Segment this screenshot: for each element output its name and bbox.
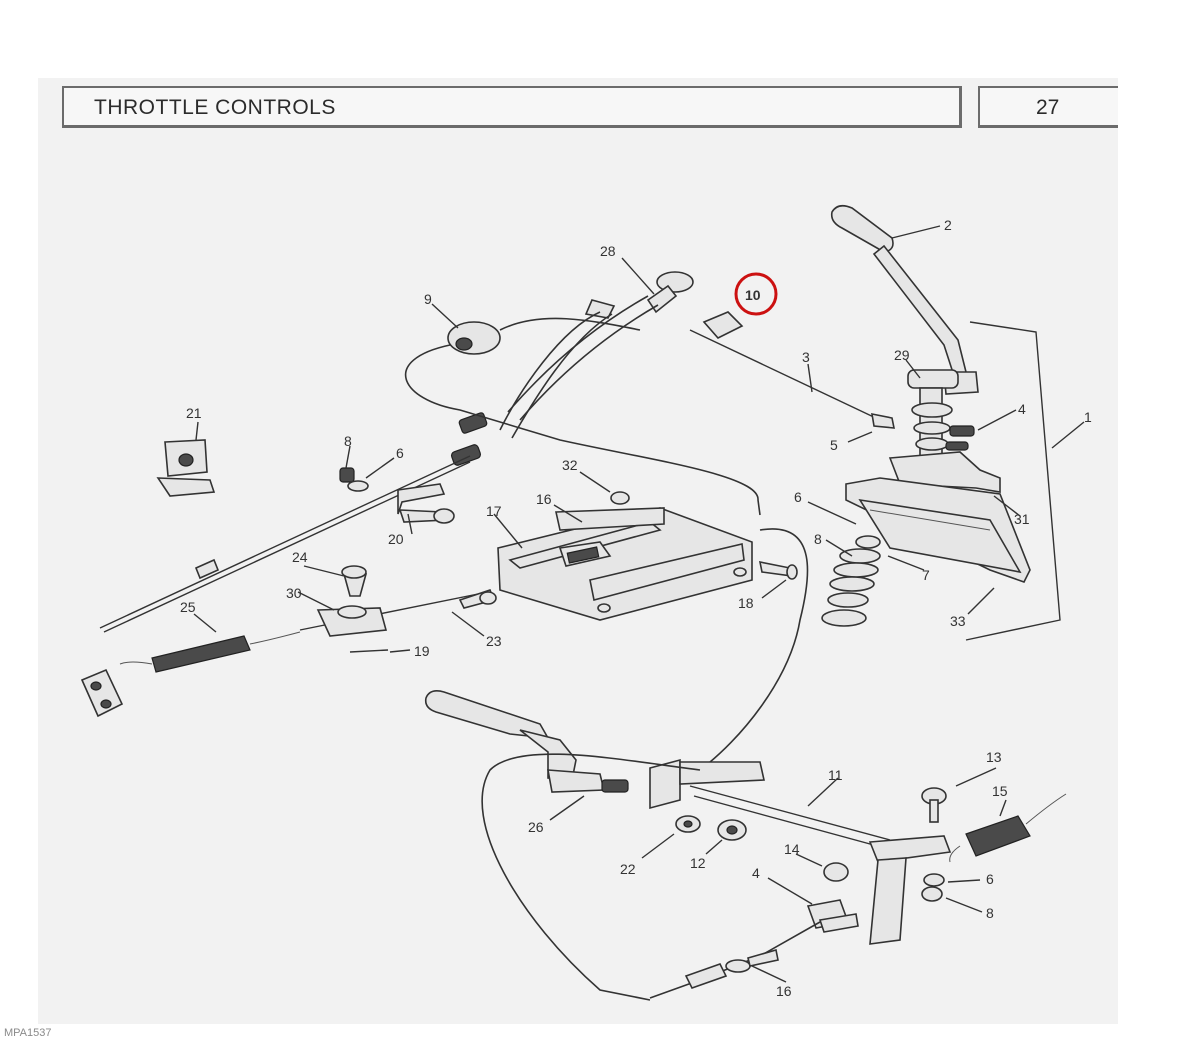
assembly-bracket-line xyxy=(965,321,1061,641)
washer-part xyxy=(923,873,945,887)
callout-label: 29 xyxy=(894,347,910,363)
callout-label: 3 xyxy=(802,349,810,365)
callout-label: 32 xyxy=(562,457,578,473)
callout-label: 19 xyxy=(414,643,430,659)
callout-label: 17 xyxy=(486,503,502,519)
spring-washer-stack xyxy=(821,535,881,627)
callout-label: 28 xyxy=(600,243,616,259)
long-rod xyxy=(99,455,471,629)
reference-code: MPA1537 xyxy=(4,1027,52,1039)
callout-label: 11 xyxy=(828,767,843,783)
return-spring-part xyxy=(119,631,301,673)
callout-label: 2 xyxy=(944,217,952,233)
callout-label: 4 xyxy=(752,865,760,881)
callout-label: 8 xyxy=(986,905,994,921)
pedal-cable xyxy=(699,528,809,771)
callout-label: 24 xyxy=(292,549,308,565)
rod-sleeve xyxy=(194,558,220,580)
callout-label: 8 xyxy=(814,531,822,547)
highlight-ring xyxy=(734,272,778,316)
callout-label: 31 xyxy=(1014,511,1030,527)
spring-part xyxy=(450,444,482,466)
highlight-label: 10 xyxy=(745,287,761,303)
throttle-tube-part xyxy=(499,271,694,439)
throttle-lever-part xyxy=(830,204,979,395)
callout-label: 6 xyxy=(396,445,404,461)
cable-clamp-part xyxy=(806,899,859,933)
link-plate-part xyxy=(80,668,124,718)
callout-label: 1 xyxy=(1084,409,1092,425)
mounting-plate-part xyxy=(845,477,1031,583)
callout-label: 13 xyxy=(986,749,1002,765)
callout-label: 15 xyxy=(992,783,1008,799)
bolt-part xyxy=(758,560,798,580)
cable-bracket-part xyxy=(497,507,753,621)
plate-part xyxy=(702,311,744,339)
callout-labels: 2 28 9 3 29 4 5 1 31 6 8 7 33 18 32 16 1… xyxy=(180,217,1092,999)
callout-label: 6 xyxy=(794,489,802,505)
highlighted-callout: 10 xyxy=(734,272,778,316)
spring-part xyxy=(458,412,488,434)
nut-part xyxy=(921,886,943,902)
bolt-washer-part xyxy=(339,467,369,492)
callout-label: 22 xyxy=(620,861,636,877)
callout-label: 14 xyxy=(784,841,800,857)
page-number: 27 xyxy=(1036,96,1060,119)
rod-end-part xyxy=(871,412,895,429)
callout-label: 7 xyxy=(922,567,930,583)
return-spring-part xyxy=(949,793,1067,863)
callout-label: 8 xyxy=(344,433,352,449)
nut-part xyxy=(610,491,630,505)
page-title: THROTTLE CONTROLS xyxy=(94,96,336,119)
callout-label: 33 xyxy=(950,613,966,629)
callout-label: 30 xyxy=(286,585,302,601)
grommet-part xyxy=(447,321,501,355)
cable-end-part xyxy=(684,948,779,989)
washer-part xyxy=(675,815,701,833)
cable-end-part xyxy=(458,589,497,609)
callout-label: 25 xyxy=(180,599,196,615)
callout-label: 16 xyxy=(776,983,792,999)
callout-label: 23 xyxy=(486,633,502,649)
lever-shaft-assembly xyxy=(888,369,1001,493)
callout-label: 18 xyxy=(738,595,754,611)
throttle-cable xyxy=(499,317,641,331)
callout-label: 9 xyxy=(424,291,432,307)
throttle-cable-loop xyxy=(404,344,761,516)
bracket-bolt-part xyxy=(397,483,455,524)
bolt-part xyxy=(921,787,947,823)
nut-part xyxy=(717,819,747,841)
title-box: THROTTLE CONTROLS xyxy=(62,86,962,128)
callout-label: 21 xyxy=(186,405,202,421)
callout-label: 4 xyxy=(1018,401,1026,417)
foot-pedal-part xyxy=(424,690,629,793)
throttle-rod-line xyxy=(689,329,881,421)
callout-label: 20 xyxy=(388,531,404,547)
clevis-part xyxy=(316,565,388,637)
callout-label: 12 xyxy=(690,855,706,871)
callout-label: 5 xyxy=(830,437,838,453)
callout-label: 26 xyxy=(528,819,544,835)
pedal-shaft-part xyxy=(649,758,952,945)
callout-label: 16 xyxy=(536,491,552,507)
nut-part xyxy=(823,862,849,882)
callout-label: 6 xyxy=(986,871,994,887)
cotter-pin xyxy=(349,649,389,653)
page-number-box: 27 xyxy=(978,86,1118,128)
leader-lines xyxy=(193,225,1085,983)
pedal-cable-loop xyxy=(481,753,701,1001)
clip-part xyxy=(156,439,216,497)
